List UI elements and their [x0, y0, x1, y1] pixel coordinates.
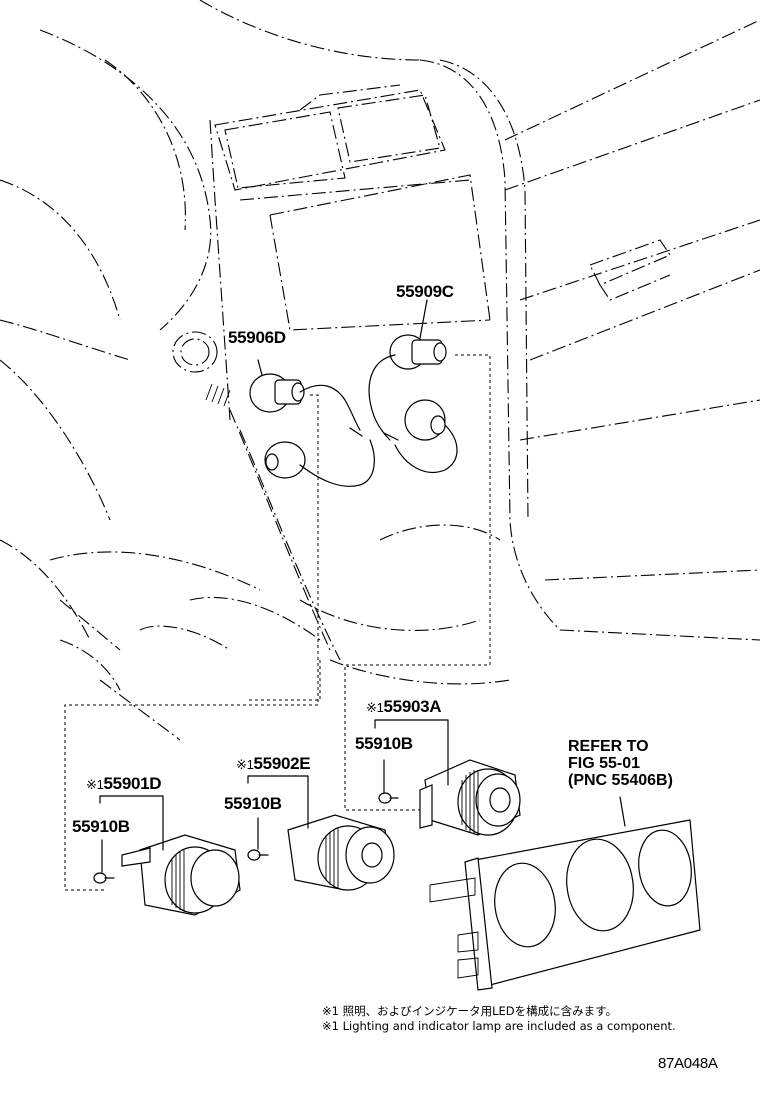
- footnote-english: ※1 Lighting and indicator lamp are inclu…: [322, 1019, 676, 1033]
- screw-a: [378, 759, 399, 804]
- screw-b: [247, 817, 269, 861]
- label-55910B-upper: 55910B: [355, 734, 413, 753]
- part-number: 55903A: [383, 697, 442, 716]
- screw-c: [93, 839, 115, 884]
- bulb-socket-55906D: [249, 373, 361, 431]
- label-55902E: ※155902E: [236, 754, 311, 773]
- footnote-japanese: ※1 照明、およびインジケータ用LEDを構成に含みます。: [322, 1004, 617, 1018]
- dotted-connectors: [64, 354, 491, 891]
- label-55910B-lower: 55910B: [72, 817, 130, 836]
- bulb-socket-55909C: [368, 334, 447, 441]
- socket-lower-right: [349, 399, 458, 473]
- refer-line-3: (PNC 55406B): [568, 772, 673, 789]
- note-mark: ※1: [86, 777, 104, 792]
- label-55910B-middle: 55910B: [224, 794, 282, 813]
- refer-line-2: FIG 55-01: [568, 755, 641, 772]
- part-number: 55902E: [253, 754, 311, 773]
- label-55906D: 55906D: [228, 328, 286, 347]
- dashboard-outline: [0, 0, 760, 741]
- control-knob-55901D: [121, 834, 241, 916]
- label-55909C: 55909C: [396, 282, 454, 301]
- refer-line-1: REFER TO: [568, 738, 649, 755]
- label-55903A: ※155903A: [366, 697, 442, 716]
- note-mark: ※1: [236, 757, 254, 772]
- left-vent: [172, 331, 231, 407]
- label-55901D: ※155901D: [86, 774, 162, 793]
- heater-control-panel: [429, 796, 701, 991]
- control-knob-55902E: [287, 814, 395, 891]
- note-mark: ※1: [366, 700, 384, 715]
- control-knob-55903A: [419, 759, 521, 836]
- display-panel-outline: [214, 84, 446, 191]
- socket-lower-left: [264, 439, 375, 487]
- figure-id: 87A048A: [658, 1055, 718, 1072]
- refer-to-note: REFER TO FIG 55-01 (PNC 55406B): [568, 738, 673, 789]
- part-number: 55901D: [103, 774, 162, 793]
- glovebox-handle: [589, 239, 671, 301]
